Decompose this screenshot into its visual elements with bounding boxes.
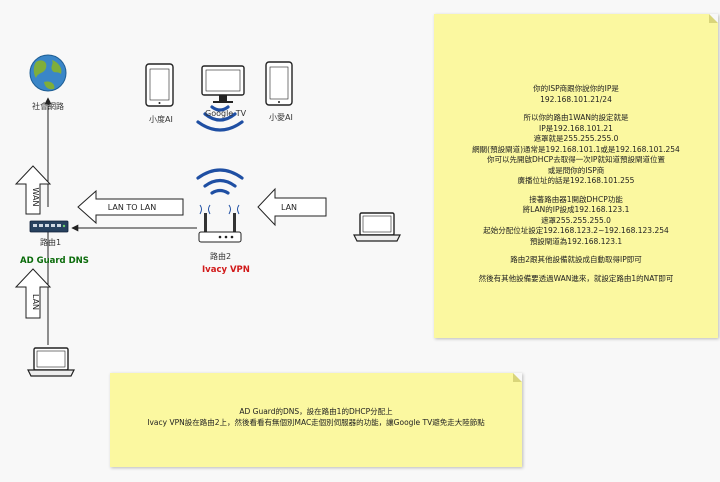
router1-label: 路由1: [40, 238, 62, 247]
wan-label: WAN: [31, 188, 40, 207]
wifi-icon-lower: [196, 168, 244, 195]
note-gap: [434, 187, 718, 195]
note-line: 遮罩255.255.255.0: [541, 215, 611, 225]
globe-icon: [29, 54, 67, 92]
wifi-icon-upper: [196, 105, 244, 132]
note-line: 或是問你的ISP商: [547, 165, 605, 175]
note-line: 你的ISP商跟你說你的IP是: [533, 84, 619, 93]
lan-block-arrow-vertical: [14, 268, 52, 319]
note-gap: [434, 105, 718, 113]
note-line: 廣播位址的話是192.168.101.255: [517, 176, 635, 185]
wan-block-arrow: [14, 165, 52, 215]
note-line: 你可以先開啟DHCP去取得一次IP就知道預設閘道位置: [487, 155, 665, 164]
lan-to-lan-label: LAN TO LAN: [108, 203, 156, 212]
note-gap: [434, 266, 718, 274]
lan-label-vertical: LAN: [31, 294, 40, 310]
lan-to-lan-block-arrow: [77, 189, 184, 225]
note-line: AD Guard的DNS，設在路由1的DHCP分配上: [239, 407, 393, 416]
lan-block-arrow-right: [257, 187, 327, 227]
note-line: 遮罩就是255.255.255.0: [533, 134, 619, 143]
internet-label: 社會網路: [32, 102, 64, 111]
tablet-icon-1: [145, 63, 174, 107]
adguard-label: AD Guard DNS: [20, 256, 89, 266]
router2-icon: [198, 204, 242, 243]
note-line: 網關(預設閘道)通常是192.168.101.1或是192.168.101.25…: [472, 144, 680, 154]
laptop-icon-right: [353, 212, 401, 242]
laptop-icon-left: [27, 347, 75, 377]
note-gap: [434, 247, 718, 255]
note-line: 192.168.101.21/24: [540, 94, 612, 104]
note-line: 將LAN的IP設成192.168.123.1: [522, 205, 630, 214]
googletv-label: Google TV: [205, 109, 247, 118]
note-line: 預設閘道為192.168.123.1: [529, 236, 623, 246]
router2-label: 路由2: [210, 252, 232, 261]
note-fold-corner: [709, 14, 718, 23]
note-line: Ivacy VPN設在路由2上，然後看看有無個別MAC走個別伺服器的功能，讓Go…: [147, 417, 485, 427]
tablet2-label: 小愛AI: [269, 113, 293, 122]
tablet1-label: 小度AI: [149, 115, 173, 124]
lan-label-right: LAN: [281, 203, 297, 212]
ivacy-label: Ivacy VPN: [202, 265, 250, 275]
tablet-icon-2: [265, 61, 293, 106]
router1-icon: [29, 220, 69, 233]
note-line: 接著路由器1開啟DHCP功能: [529, 194, 623, 204]
note-line: 起始分配位址設定192.168.123.2~192.168.123.254: [483, 226, 669, 235]
note-line: 然後有其他設備要透過WAN進來，就設定路由1的NAT即可: [478, 273, 674, 283]
tv-monitor-icon: [201, 65, 245, 103]
note-line: IP是192.168.101.21: [539, 123, 613, 133]
note-line: 所以你的路由1WAN的設定就是: [523, 113, 629, 122]
note-line: 路由2跟其他設備就設成自動取得IP即可: [510, 255, 642, 264]
note-fold-corner: [513, 373, 522, 382]
